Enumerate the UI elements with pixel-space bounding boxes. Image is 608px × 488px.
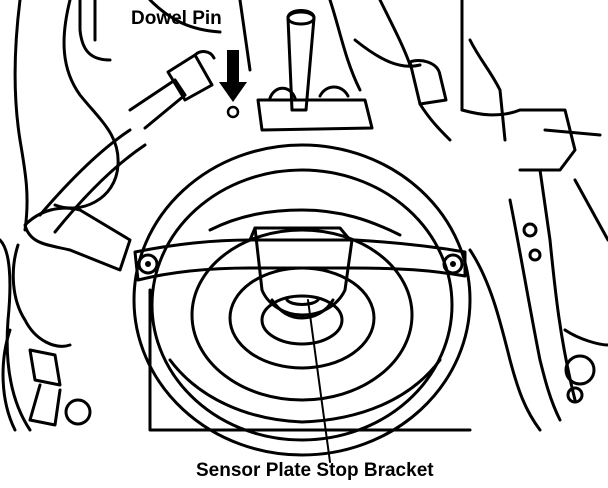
bracket-leader-line [307, 299, 331, 463]
engine-block-outline [0, 0, 608, 432]
dowel-pin-arrow [219, 50, 247, 102]
dowel-pin-label: Dowel Pin [131, 8, 222, 29]
sensor-plate [132, 143, 472, 457]
stop-bracket [133, 226, 467, 320]
sensor-plate-stop-bracket-label: Sensor Plate Stop Bracket [196, 460, 434, 481]
